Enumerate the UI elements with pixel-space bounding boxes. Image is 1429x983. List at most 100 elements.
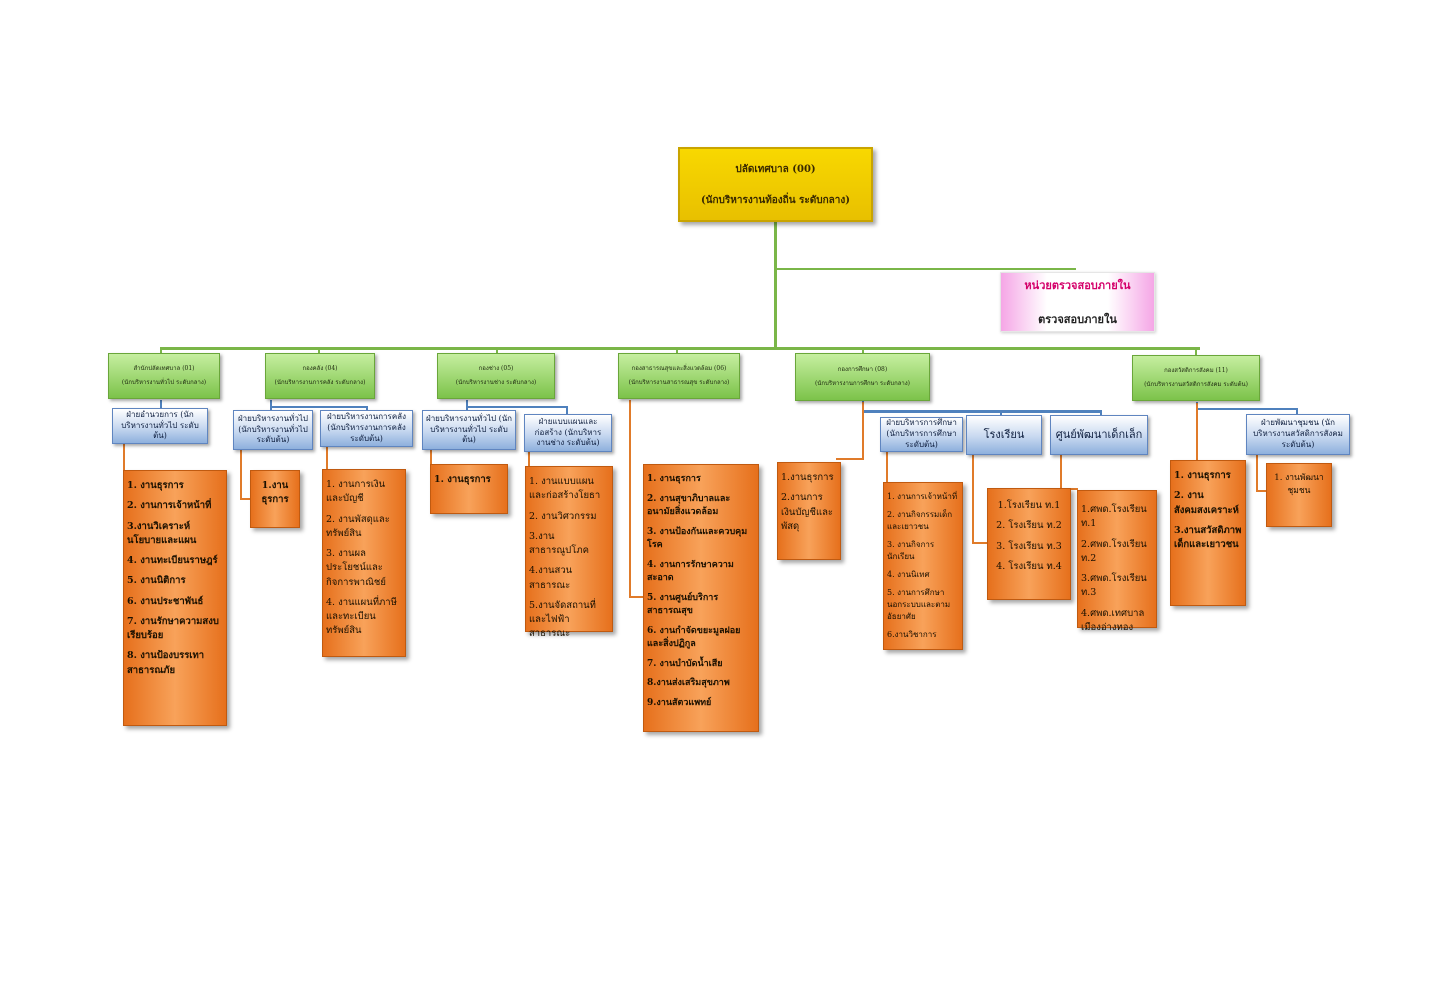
division-label: ศูนย์พัฒนาเด็กเล็ก xyxy=(1055,427,1143,441)
department-box: กองสวัสดิการสังคม (11) (นักบริหารงานสวัส… xyxy=(1132,355,1260,401)
department-box: กองคลัง (04) (นักบริหารงานการคลัง ระดับก… xyxy=(265,353,375,399)
connector-line xyxy=(318,347,320,353)
task-item: 2.ศพด.โรงเรียน ท.2 xyxy=(1081,538,1147,564)
task-item: 2. งานกิจกรรมเด็กและเยาวชน xyxy=(887,510,953,531)
department-title: กองคลัง (04) xyxy=(302,364,338,372)
department-box: กองสาธารณสุขและสิ่งแวดล้อม (06) (นักบริห… xyxy=(618,353,740,399)
task-item: 2. งานการเจ้าหน้าที่ xyxy=(127,500,212,512)
connector-line xyxy=(566,406,568,414)
task-item: 1.งานธุรการ xyxy=(261,480,289,506)
connector-line xyxy=(629,400,631,598)
task-item: 7. งานบำบัดน้ำเสีย xyxy=(647,658,723,669)
department-subtitle: (นักบริหารงานช่าง ระดับกลาง) xyxy=(455,378,537,386)
task-list-box: 1. งานธุรการ 2. งานสุขาภิบาลและอนามัยสิ่… xyxy=(643,464,759,732)
division-box: ฝ่ายอำนวยการ (นักบริหารงานทั่วไป ระดับต้… xyxy=(112,408,208,444)
task-item: 1.ศพด.โรงเรียน ท.1 xyxy=(1081,504,1147,530)
department-subtitle: (นักบริหารงานสาธารณสุข ระดับกลาง) xyxy=(628,378,730,386)
department-title: กองสาธารณสุขและสิ่งแวดล้อม (06) xyxy=(631,364,727,372)
connector-line xyxy=(1100,410,1102,418)
chief-administrator-box: ปลัดเทศบาล (00) (นักบริหารงานท้องถิ่น ระ… xyxy=(678,147,873,222)
task-item: 4. งานการรักษาความสะอาด xyxy=(647,559,734,584)
chief-administrator-title: ปลัดเทศบาล (00) xyxy=(735,163,816,175)
connector-line xyxy=(1196,403,1198,460)
department-title: สำนักปลัดเทศบาล (01) xyxy=(133,364,195,372)
task-item: 3.งานสาธารณูปโภค xyxy=(529,530,589,556)
department-subtitle: (นักบริหารงานการคลัง ระดับกลาง) xyxy=(274,378,366,386)
task-item: 5. งานศูนย์บริการสาธารณสุข xyxy=(647,592,719,617)
connector-line xyxy=(862,402,864,460)
task-item: 1.โรงเรียน ท.1 xyxy=(997,500,1061,511)
connector-line xyxy=(1196,408,1296,410)
division-label: ฝ่ายบริหารงานทั่วไป (นักบริหารงานทั่วไป … xyxy=(237,413,309,445)
division-label: ฝ่ายอำนวยการ (นักบริหารงานทั่วไป ระดับต้… xyxy=(121,409,199,441)
division-label: ฝ่ายบริหารงานทั่วไป (นักบริหารงานทั่วไป … xyxy=(426,413,513,445)
task-item: 1. งานการเงินและบัญชี xyxy=(326,479,386,505)
task-list-box: 1. งานธุรการ 2. งานการเจ้าหน้าที่ 3.งานว… xyxy=(123,470,227,726)
department-box: กองการศึกษา (08) (นักบริหารงานการศึกษา ร… xyxy=(795,353,930,401)
department-box: กองช่าง (05) (นักบริหารงานช่าง ระดับกลาง… xyxy=(437,353,555,399)
task-item: 1. งานพัฒนาชุมชน xyxy=(1274,473,1324,496)
internal-audit-title: หน่วยตรวจสอบภายใน xyxy=(1024,279,1131,292)
division-label: ฝ่ายแบบแผนและก่อสร้าง (นักบริหารงานช่าง … xyxy=(534,416,602,448)
connector-line xyxy=(528,452,530,466)
division-box: ฝ่ายบริหารการศึกษา (นักบริหารการศึกษา ระ… xyxy=(880,417,963,452)
connector-line xyxy=(240,450,242,500)
division-label: ฝ่ายบริหารการศึกษา (นักบริหารการศึกษา ระ… xyxy=(886,418,957,449)
connector-line xyxy=(1296,408,1298,414)
task-item: 2. งานสังคมสงเคราะห์ xyxy=(1174,490,1239,516)
task-item: 4.ศพด.เทศบาลเมืองอ่างทอง xyxy=(1081,607,1145,633)
task-list-box: 1.งานธุรการ 2.งานการเงินบัญชีและพัสดุ xyxy=(777,462,841,560)
task-list-box: 1. งานการเจ้าหน้าที่ 2. งานกิจกรรมเด็กแล… xyxy=(883,482,963,650)
task-item: 8.งานส่งเสริมสุขภาพ xyxy=(647,678,730,688)
task-item: 1. งานธุรการ xyxy=(1174,470,1231,481)
connector-line xyxy=(972,455,974,543)
division-box: โรงเรียน xyxy=(966,415,1042,455)
internal-audit-subtitle: ตรวจสอบภายใน xyxy=(1038,313,1117,326)
connector-line xyxy=(496,347,498,353)
department-subtitle: (นักบริหารงานการศึกษา ระดับกลาง) xyxy=(814,379,911,387)
task-item: 1.งานธุรการ xyxy=(781,472,834,483)
connector-line xyxy=(240,498,250,500)
division-label: ฝ่ายบริหารงานการคลัง (นักบริหารงานการคลั… xyxy=(327,412,406,443)
task-list-box: 1.ศพด.โรงเรียน ท.1 2.ศพด.โรงเรียน ท.2 3.… xyxy=(1077,490,1157,633)
connector-line xyxy=(886,450,888,482)
task-item: 5.งานจัดสถานที่และไฟฟ้าสาธารณะ xyxy=(529,599,596,640)
connector-line xyxy=(326,447,328,469)
task-item: 4.งานสวนสาธารณะ xyxy=(529,565,573,591)
task-list-box: 1. งานธุรการ xyxy=(430,464,508,514)
task-item: 3. งานกิจการนักเรียน xyxy=(887,540,935,561)
task-item: 1. งานธุรการ xyxy=(434,474,491,485)
connector-line xyxy=(123,444,125,470)
task-list-box: 1. งานแบบแผนและก่อสร้างโยธา 2. งานวิศวกร… xyxy=(525,466,613,639)
task-item: 6.งานวิชาการ xyxy=(887,630,937,639)
task-item: 3.ศพด.โรงเรียน ท.3 xyxy=(1081,573,1147,599)
division-box: ศูนย์พัฒนาเด็กเล็ก xyxy=(1050,415,1148,455)
connector-line xyxy=(1256,490,1268,492)
task-item: 2.งานการเงินบัญชีและพัสดุ xyxy=(781,492,833,532)
connector-line xyxy=(972,542,988,544)
division-box: ฝ่ายบริหารงานทั่วไป (นักบริหารงานทั่วไป … xyxy=(233,410,313,450)
task-list-box: 1. งานพัฒนาชุมชน xyxy=(1266,463,1332,527)
connector-line xyxy=(1195,347,1197,355)
task-list-box: 1. งานธุรการ 2. งานสังคมสงเคราะห์ 3.งานส… xyxy=(1170,460,1246,606)
connector-line xyxy=(629,596,645,598)
connector-line xyxy=(862,347,864,353)
connector-line xyxy=(430,450,432,464)
task-list-box: 1.โรงเรียน ท.1 2. โรงเรียน ท.2 3. โรงเรี… xyxy=(987,488,1071,600)
connector-line xyxy=(160,347,1200,350)
connector-line xyxy=(774,222,777,350)
task-item: 6. งานประชาพันธ์ xyxy=(127,595,204,607)
connector-line xyxy=(676,347,678,353)
department-box: สำนักปลัดเทศบาล (01) (นักบริหารงานทั่วไป… xyxy=(108,353,220,399)
connector-line xyxy=(776,268,1076,270)
task-item: 2. งานพัสดุและทรัพย์สิน xyxy=(326,513,390,539)
department-title: กองการศึกษา (08) xyxy=(837,365,888,373)
connector-line xyxy=(836,458,864,460)
task-item: 4. งานทะเบียนราษฎร์ xyxy=(127,555,218,566)
connector-line xyxy=(270,400,272,410)
division-box: ฝ่ายบริหารงานทั่วไป (นักบริหารงานทั่วไป … xyxy=(422,410,516,450)
division-box: ฝ่ายพัฒนาชุมชน (นักบริหารงานสวัสดิการสัง… xyxy=(1246,414,1350,455)
task-item: 5. งานนิติการ xyxy=(127,575,186,587)
task-item: 1. งานแบบแผนและก่อสร้างโยธา xyxy=(529,476,601,502)
task-item: 3.งานสวัสดิภาพเด็กและเยาวชน xyxy=(1174,524,1242,550)
